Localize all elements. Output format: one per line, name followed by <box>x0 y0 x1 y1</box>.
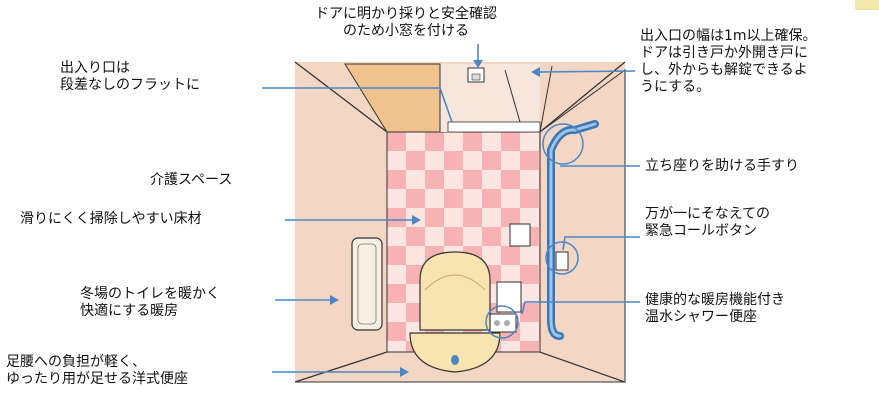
label-care-space: 介護スペース <box>150 172 233 188</box>
label-entrance-flat: 出入り口は 段差なしのフラットに <box>60 60 200 93</box>
threshold <box>447 121 541 133</box>
label-toilet: 足腰への負担が軽く、 ゆったり用が足せる洋式便座 <box>6 354 188 387</box>
leader-arrowheads <box>330 60 540 377</box>
label-emergency: 万が一にそなえての 緊急コールボタン <box>645 206 771 239</box>
bidet-control-panel <box>489 313 517 333</box>
toilet <box>409 251 522 373</box>
leader-lines <box>262 44 640 373</box>
leader-circles <box>485 123 584 339</box>
label-bidet: 健康的な暖房機能付き 温水シャワー便座 <box>645 292 785 325</box>
paper-holder <box>509 223 531 247</box>
label-heater: 冬場のトイレを暖かく 快適にする暖房 <box>80 286 220 319</box>
label-handrail: 立ち座りを助ける手すり <box>645 158 799 174</box>
emergency-call-button <box>555 251 569 271</box>
door-frame <box>440 64 540 132</box>
door-edge-lines <box>504 65 553 133</box>
corner-mark <box>855 0 879 10</box>
label-window: ドアに明かり採りと安全確認 のため小窓を付ける <box>315 6 497 39</box>
label-floor: 滑りにくく掃除しやすい床材 <box>20 211 202 227</box>
label-door-width: 出入口の幅は1m以上確保。 ドアは引き戸か外開き戸に し、外からも解錠できるよ … <box>640 28 817 95</box>
heater <box>351 237 383 331</box>
